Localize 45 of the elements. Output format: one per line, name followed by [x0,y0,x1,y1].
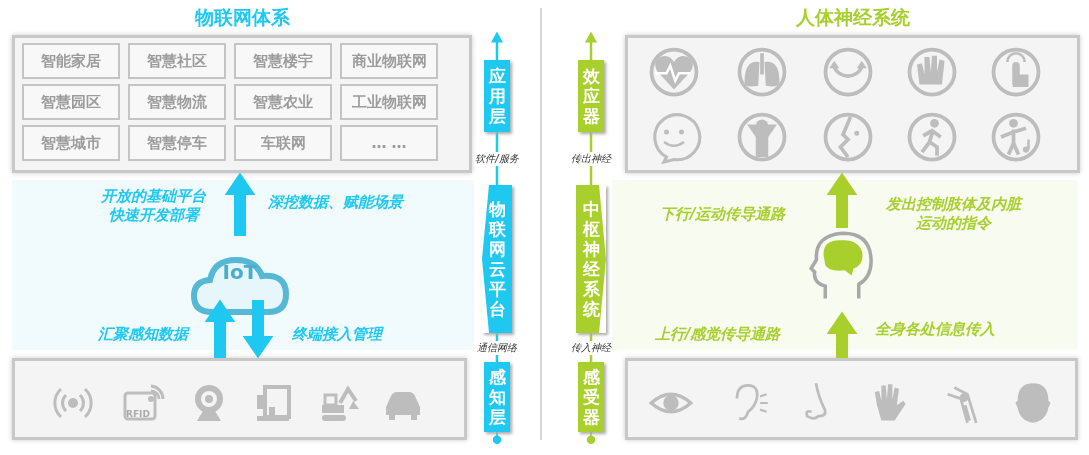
pathway-text: 上行/感觉传导通路 [655,325,781,344]
application-cell: 智慧楼宇 [234,43,332,79]
rfid-text: RFID [126,409,150,419]
application-cell: 工业物联网 [340,84,438,120]
application-cell: 智慧停车 [128,125,226,161]
application-cell: 智慧物流 [128,84,226,120]
axis-arrow [491,31,503,60]
cloud-label: IoT [221,260,259,284]
panel-title: 人体神经系统 [794,5,911,30]
application-cell: 智能家居 [22,43,120,79]
platform-band [612,180,1078,350]
platform-tag: 物联网云平台 [482,185,512,333]
block-arrow [242,300,274,359]
pathway-text: 全身各处信息传入 [875,320,995,339]
application-cell: 智慧城市 [22,125,120,161]
application-cell: … … [340,125,438,161]
layer-tag: 感知层 [484,362,510,432]
platform-tag: 中枢神经系统 [576,185,606,333]
application-cell: 商业物联网 [340,43,438,79]
sensor-frame [12,358,467,440]
axis-arrow [585,31,597,60]
edge-label: 通信网络 [476,340,518,355]
application-cell: 智慧农业 [234,84,332,120]
sensor-frame [625,358,1078,440]
layer-tag: 应用层 [484,60,510,132]
pathway-text: 深挖数据、赋能场景 [268,193,403,212]
pathway-text: 下行/运动传导通路 [660,205,786,224]
edge-label: 软件/服务 [474,151,520,166]
block-arrow [826,172,858,228]
layer-tag: 感受器 [578,362,604,432]
layer-tag: 效应器 [578,60,604,132]
block-arrow [224,172,256,236]
edge-label: 传入神经 [570,340,612,355]
edge-label: 传出神经 [570,151,612,166]
application-cell: 智慧园区 [22,84,120,120]
application-cell: 智慧社区 [128,43,226,79]
panel-title: 物联网体系 [193,5,291,30]
application-cell: 车联网 [234,125,332,161]
pathway-text: 终端接入管理 [292,325,382,344]
block-arrow [826,311,858,358]
block-arrow [204,299,236,358]
pathway-text: 开放的基础平台快速开发部署 [100,187,207,225]
pathway-text: 发出控制肢体及内脏运动的指令 [885,195,1022,233]
pathway-text: 汇聚感知数据 [98,325,188,344]
platform-band [12,180,474,350]
